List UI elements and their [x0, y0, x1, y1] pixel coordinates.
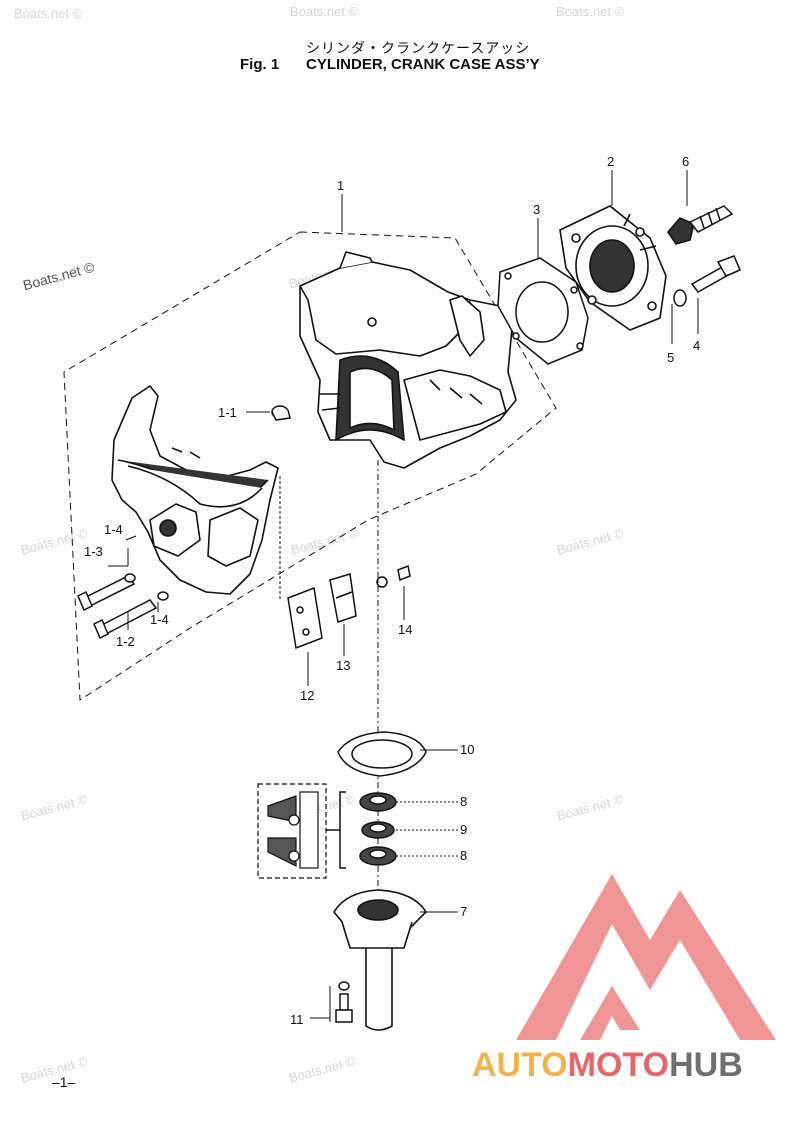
callout-1-3: 1-3 — [84, 544, 103, 559]
watermark: Boats.net © — [14, 6, 83, 21]
dowel-pin-drawing — [271, 405, 291, 421]
logo-text-part1: AUTO — [472, 1046, 568, 1084]
assembly-boundary — [63, 231, 557, 701]
callout-8a: 8 — [460, 794, 467, 809]
callout-3: 3 — [533, 202, 540, 217]
callout-1-4b: 1-4 — [150, 612, 169, 627]
housing-bolt-drawing — [335, 981, 353, 1023]
automotohub-logo-mark — [516, 874, 776, 1040]
callout-1: 1 — [337, 178, 344, 193]
title-japanese: シリンダ・クランクケースアッシ — [306, 41, 531, 57]
cylinder-head-drawing — [559, 205, 667, 331]
head-bolt-drawing — [673, 255, 741, 307]
logo-text-part3: HUB — [669, 1046, 743, 1084]
title-english: CYLINDER, CRANK CASE ASS’Y — [306, 56, 540, 73]
spark-plug-drawing — [667, 205, 734, 245]
bearing-housing-gasket-drawing — [337, 731, 427, 777]
callout-8b: 8 — [460, 848, 467, 863]
callout-1-2: 1-2 — [116, 634, 135, 649]
figure-number: Fig. 1 — [240, 56, 280, 73]
callout-6: 6 — [682, 154, 689, 169]
logo-text-part2: MOTO — [567, 1046, 670, 1084]
lower-bearing-housing-drawing — [333, 889, 428, 1031]
callouts: 1 2 3 4 5 6 1-1 1-2 1-3 1-4 1-4 7 8 9 8 … — [84, 154, 700, 1027]
watermark: Boats.net © — [556, 4, 625, 19]
crank-case-half-drawing — [111, 385, 279, 595]
callout-7: 7 — [460, 904, 467, 919]
callout-14: 14 — [398, 622, 412, 637]
callout-11: 11 — [290, 1012, 304, 1027]
callout-1-1: 1-1 — [218, 405, 237, 420]
cylinder-head-gasket-drawing — [497, 257, 589, 365]
automotohub-logo-text: AUTOMOTOHUB — [472, 1046, 743, 1085]
bolts-drawing — [77, 573, 169, 640]
callout-1-4a: 1-4 — [104, 522, 123, 537]
leader-lines — [108, 170, 699, 1022]
reed-screw-drawing — [376, 564, 411, 588]
oil-seals-drawing — [326, 791, 397, 869]
callout-10: 10 — [460, 742, 474, 757]
crank-case-drawing — [299, 251, 517, 469]
seal-cross-section-drawing — [257, 783, 327, 879]
page-number: –1– — [52, 1074, 76, 1090]
reed-valve-drawing — [287, 573, 357, 650]
callout-2: 2 — [607, 154, 614, 169]
callout-4: 4 — [693, 338, 700, 353]
callout-12: 12 — [300, 688, 314, 703]
callout-9: 9 — [460, 822, 467, 837]
callout-5: 5 — [667, 350, 674, 365]
watermark: Boats.net © — [290, 4, 359, 19]
callout-13: 13 — [336, 658, 350, 673]
